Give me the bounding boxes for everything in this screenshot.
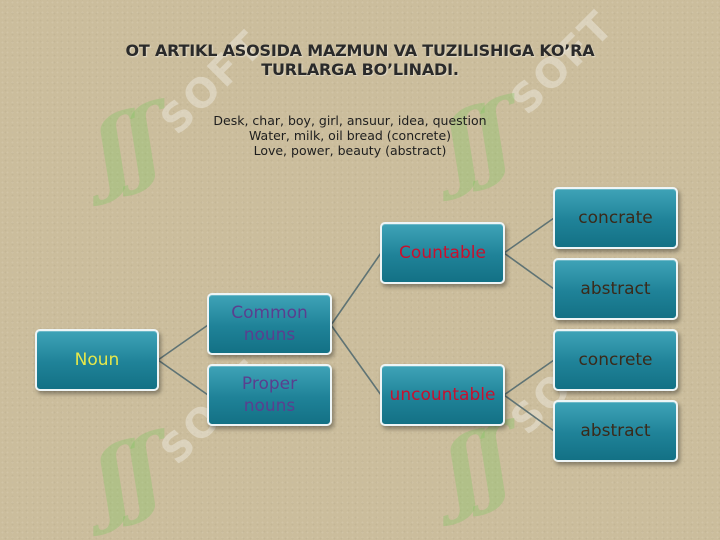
connector-uncountable-abstract (503, 394, 555, 432)
node-abstract-label: abstract (580, 421, 651, 441)
title-line: OT ARTIKL ASOSIDA MAZMUN VA TUZILISHIGA … (125, 41, 595, 60)
connector-uncountable-concrete (503, 359, 555, 396)
node-uncountable: uncountable (380, 364, 505, 426)
connector-noun-common (157, 324, 209, 361)
connector-countable-abstract (503, 252, 555, 290)
node-concrate: concrate (553, 187, 678, 249)
node-common-label: Common (231, 303, 308, 323)
node-noun-label: Noun (74, 350, 120, 370)
connector-noun-proper (157, 359, 209, 396)
connector-countable-concrate (503, 217, 555, 254)
node-abstract-label: abstract (580, 279, 651, 299)
slide-title: OT ARTIKL ASOSIDA MAZMUN VA TUZILISHIGA … (0, 41, 720, 79)
title-line: TURLARGA BO’LINADI. (261, 60, 459, 79)
node-noun: Noun (35, 329, 159, 391)
examples-line: Love, power, beauty (abstract) (253, 143, 447, 158)
examples-text: Desk, char, boy, girl, ansuur, idea, que… (130, 113, 570, 158)
node-concrate-label: concrate (578, 208, 653, 228)
examples-line: Water, milk, oil bread (concrete) (248, 128, 452, 143)
node-proper-nouns: Proper nouns (207, 364, 332, 426)
connector-common-uncountable (330, 324, 382, 396)
node-countable-label: Countable (399, 243, 486, 263)
node-concrete: concrete (553, 329, 678, 391)
connector-common-countable (330, 252, 382, 326)
node-common-label: nouns (243, 325, 296, 345)
node-proper-label: Proper (241, 374, 298, 394)
node-common-nouns: Common nouns (207, 293, 332, 355)
node-concrete-label: concrete (578, 350, 653, 370)
node-proper-label: nouns (243, 396, 296, 416)
node-uncountable-label: uncountable (389, 385, 496, 405)
node-countable: Countable (380, 222, 505, 284)
node-abstract-uncountable: abstract (553, 400, 678, 462)
examples-line: Desk, char, boy, girl, ansuur, idea, que… (213, 113, 487, 128)
node-abstract-countable: abstract (553, 258, 678, 320)
